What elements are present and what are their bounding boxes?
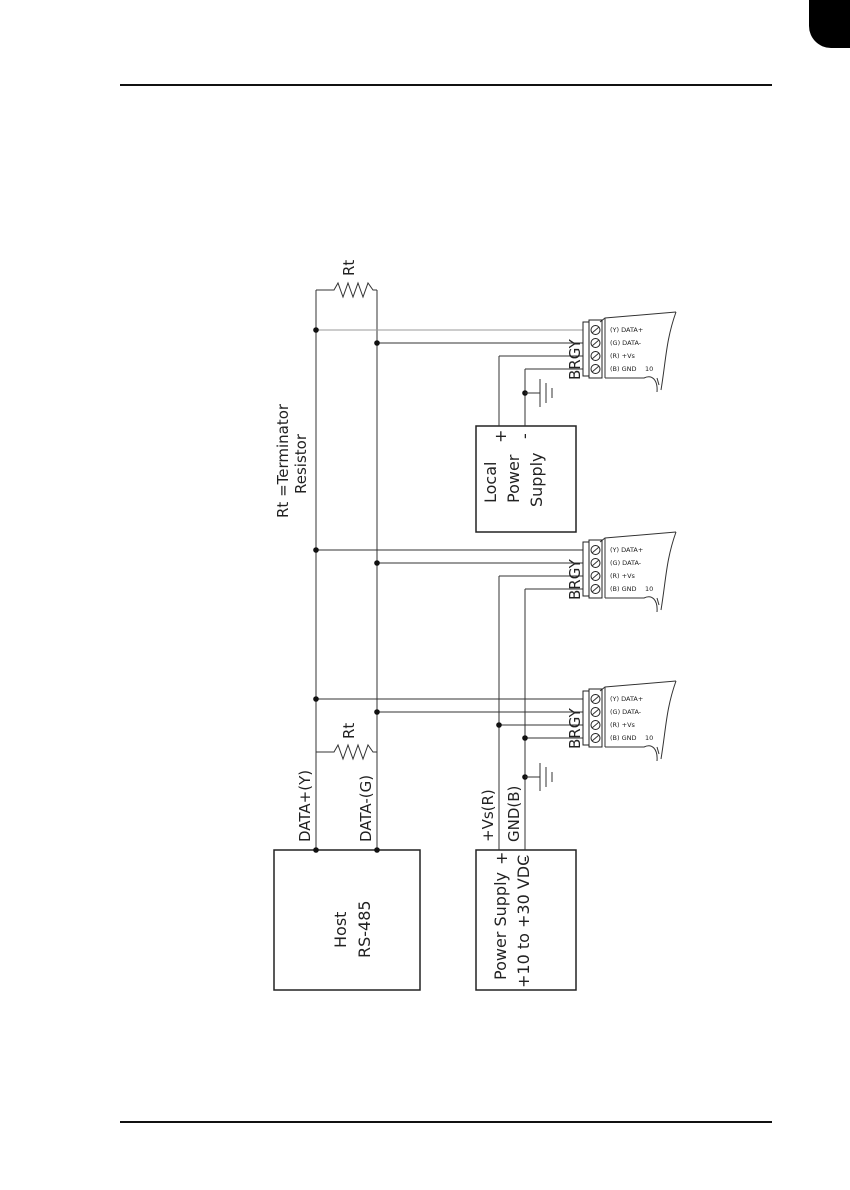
module3-pin-1: (Y) DATA+ xyxy=(610,695,643,703)
local-supply-minus: - xyxy=(515,433,534,439)
local-supply-plus: + xyxy=(491,430,510,443)
local-supply-line-3: Supply xyxy=(527,452,546,507)
module2-pin-2: (G) DATA- xyxy=(610,559,642,567)
main-supply-plus: + xyxy=(492,852,511,865)
module2-pin-4: (B) GND xyxy=(610,585,637,593)
module3-pin-number: 10 xyxy=(645,734,653,742)
module2-wire-letters: BRGY xyxy=(566,558,584,600)
host-rs485-label: RS-485 xyxy=(355,900,374,958)
module1-pin-2: (G) DATA- xyxy=(610,339,642,347)
module3-wire-letters: BRGY xyxy=(566,707,584,749)
module3-pin-2: (G) DATA- xyxy=(610,708,642,716)
vs-label: +Vs(R) xyxy=(479,789,497,842)
bottom-terminator-resistor xyxy=(316,745,377,759)
legend-line-2: Resistor xyxy=(292,433,310,494)
host-label: Host xyxy=(331,912,350,948)
module3-pin-3: (R) +Vs xyxy=(610,721,636,729)
junction-dots xyxy=(313,327,528,853)
main-supply-title: Power Supply xyxy=(491,872,510,980)
module3-pin-4: (B) GND xyxy=(610,734,637,742)
data-minus-label: DATA-(G) xyxy=(357,775,375,842)
module1-pin-1: (Y) DATA+ xyxy=(610,326,643,334)
module1-wire-letters: BRGY xyxy=(566,338,584,380)
main-supply-range: +10 to +30 VDC xyxy=(514,855,533,988)
module1-pin-3: (R) +Vs xyxy=(610,352,636,360)
gnd-label: GND(B) xyxy=(505,786,523,842)
module2-pin-number: 10 xyxy=(645,585,653,593)
top-resistor-label: Rt xyxy=(340,260,358,276)
local-supply-line-1: Local xyxy=(481,462,500,503)
module2-pin-1: (Y) DATA+ xyxy=(610,546,643,554)
ground-symbol-bottom xyxy=(525,763,552,791)
module2-pin-3: (R) +Vs xyxy=(610,572,636,580)
top-terminator-resistor xyxy=(316,283,377,297)
ground-symbol-top xyxy=(525,379,552,407)
local-supply-line-2: Power xyxy=(504,454,523,503)
bottom-resistor-label: Rt xyxy=(340,723,358,739)
legend-line-1: Rt =Terminator xyxy=(274,403,292,518)
module1-pin-4: (B) GND xyxy=(610,365,637,373)
module1-pin-number: 10 xyxy=(645,365,653,373)
data-plus-label: DATA+(Y) xyxy=(296,770,314,842)
main-supply-minus: - xyxy=(515,856,534,862)
